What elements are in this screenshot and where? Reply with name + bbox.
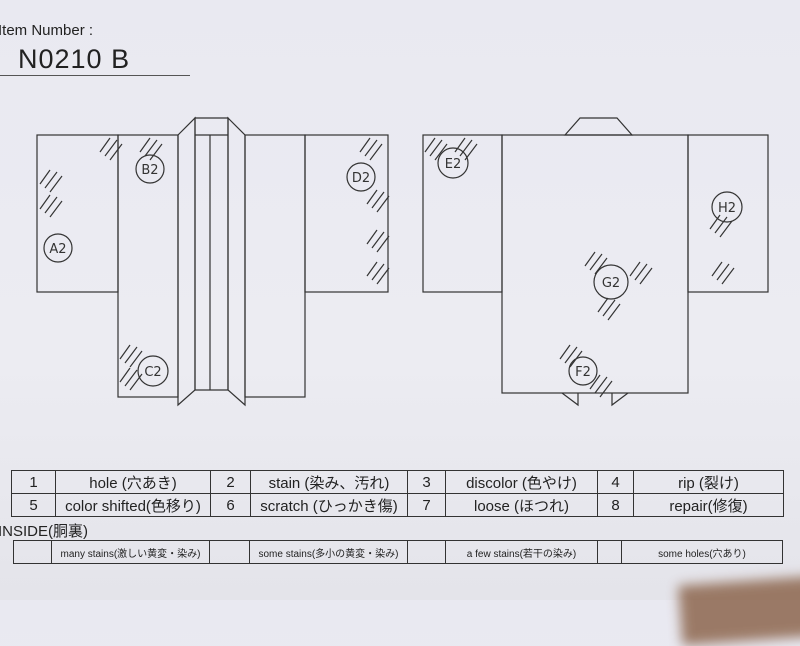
legend-number: 3 [407,470,446,494]
legend-number: 5 [11,493,56,517]
legend-text: color shifted(色移り) [55,493,211,517]
inside-section-label: INSIDE(胴裏) [0,523,89,540]
garment-diagram: B2 D2 A2 C2 E2 H2 G2 F2 [36,116,769,407]
back-right-sleeve [687,134,769,293]
front-right-body [244,134,306,398]
inside-checkbox-many-stains[interactable] [13,540,52,564]
item-number-underline [0,75,190,76]
back-collar [563,117,634,136]
inside-option: some holes(穴あり) [621,540,783,564]
item-number-value: N0210 B [18,44,131,74]
table-row: 5 color shifted(色移り) 6 scratch (ひっかき傷) 7… [11,493,784,517]
damage-label: B2 [141,163,158,178]
legend-number: 4 [597,470,634,494]
legend-text: scratch (ひっかき傷) [250,493,408,517]
damage-legend-table: 1 hole (穴あき) 2 stain (染み、汚れ) 3 discolor … [11,470,784,517]
front-right-sleeve [304,134,389,293]
table-row: 1 hole (穴あき) 2 stain (染み、汚れ) 3 discolor … [11,470,784,494]
desk-corner [678,574,800,646]
legend-text: discolor (色やけ) [445,470,598,494]
back-tab-right [611,392,629,407]
legend-text: loose (ほつれ) [445,493,598,517]
damage-label: E2 [445,157,462,172]
damage-label: D2 [352,171,370,186]
inside-condition-table: many stains(激しい黄変・染み) some stains(多小の黄変・… [13,540,783,564]
back-left-sleeve [422,134,503,293]
front-collar [177,116,246,407]
legend-text: hole (穴あき) [55,470,211,494]
back-tab-left [561,392,579,407]
inside-checkbox-some-stains[interactable] [209,540,250,564]
legend-text: stain (染み、汚れ) [250,470,408,494]
legend-text: rip (裂け) [633,470,784,494]
damage-label: C2 [144,365,161,380]
legend-number: 7 [407,493,446,517]
damage-label: A2 [49,242,66,257]
inside-option: a few stains(若干の染み) [445,540,598,564]
inside-checkbox-few-stains[interactable] [407,540,446,564]
legend-number: 2 [210,470,251,494]
legend-text: repair(修復) [633,493,784,517]
inside-option: many stains(激しい黄変・染み) [51,540,210,564]
inside-option: some stains(多小の黄変・染み) [249,540,408,564]
damage-label: F2 [575,365,591,380]
damage-label: G2 [602,276,620,291]
legend-number: 1 [11,470,56,494]
inside-checkbox-some-holes[interactable] [597,540,622,564]
item-number-label: Item Number : [0,22,94,39]
table-row: many stains(激しい黄変・染み) some stains(多小の黄変・… [13,540,783,564]
legend-number: 6 [210,493,251,517]
damage-label: H2 [718,201,736,216]
front-left-sleeve [36,134,119,293]
legend-number: 8 [597,493,634,517]
